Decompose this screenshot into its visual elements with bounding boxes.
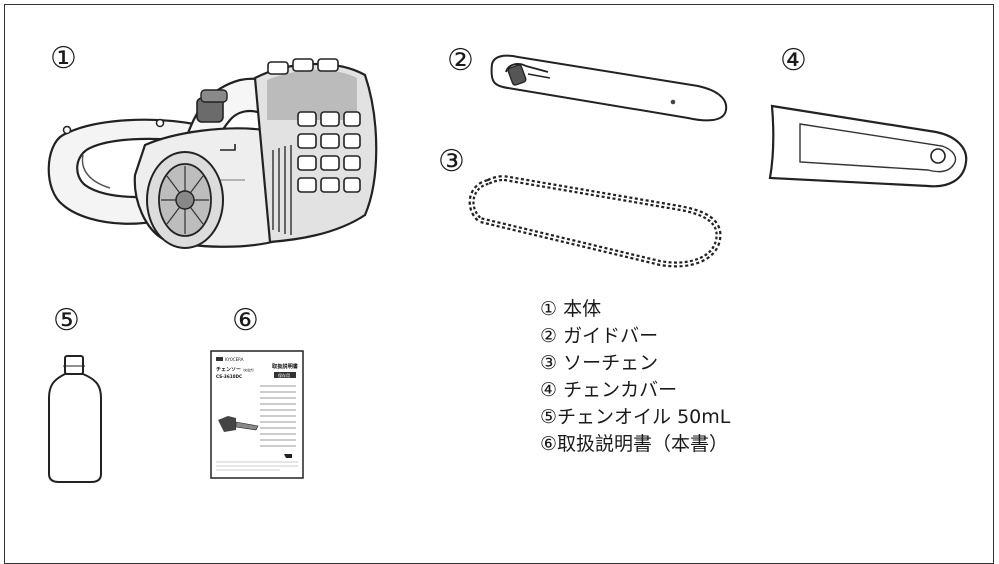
legend-item-chain-cover: ④ チェンカバー xyxy=(540,379,678,401)
instruction-manual-illustration: KYOCERA チェンソー （充電式） CS-3610DC 取扱説明書 保存用 xyxy=(210,350,304,479)
marker-2: ② xyxy=(447,43,474,78)
legend-item-body: ① 本体 xyxy=(540,298,602,320)
guide-bar-illustration xyxy=(490,54,728,122)
legend-item-saw-chain: ③ ソーチェン xyxy=(540,352,659,374)
manual-brand: KYOCERA xyxy=(225,357,244,362)
legend-item-guide-bar: ② ガイドバー xyxy=(540,325,659,347)
saw-chain-illustration xyxy=(468,174,722,268)
manual-product-name: チェンソー xyxy=(216,367,241,373)
chain-oil-bottle-illustration xyxy=(48,355,102,483)
marker-4: ④ xyxy=(780,43,807,78)
chainsaw-body-illustration xyxy=(47,58,378,249)
marker-3: ③ xyxy=(438,144,465,179)
marker-5: ⑤ xyxy=(53,303,80,338)
manual-model: CS-3610DC xyxy=(216,374,242,379)
parts-legend: ① 本体 ② ガイドバー ③ ソーチェン ④ チェンカバー ⑤チェンオイル 50… xyxy=(540,296,730,458)
legend-item-manual: ⑥取扱説明書（本書） xyxy=(540,433,729,455)
manual-badge: 保存用 xyxy=(278,372,290,378)
chain-cover-illustration xyxy=(768,104,968,188)
legend-item-chain-oil: ⑤チェンオイル 50mL xyxy=(540,406,731,428)
manual-title: 取扱説明書 xyxy=(272,362,298,370)
marker-6: ⑥ xyxy=(232,303,259,338)
marker-1: ① xyxy=(50,41,77,76)
manual-product-type: （充電式） xyxy=(241,367,256,372)
